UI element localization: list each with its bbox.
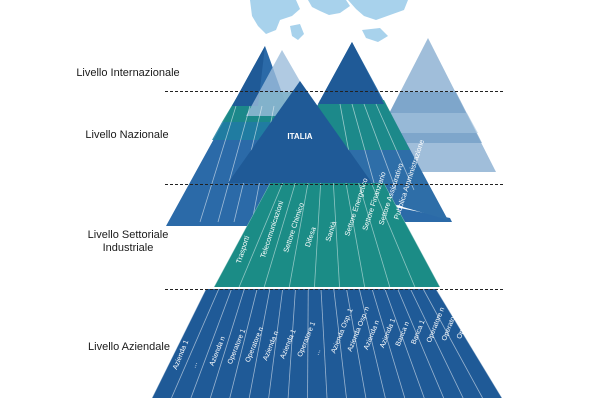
sector-stripe bbox=[314, 183, 322, 287]
separator-international-national bbox=[165, 91, 503, 92]
company-stripe bbox=[333, 289, 347, 398]
company-stripe bbox=[346, 289, 367, 398]
company-stripe bbox=[320, 289, 328, 398]
sector-stripe bbox=[345, 183, 366, 287]
company-stripe bbox=[422, 289, 483, 398]
sector-stripe bbox=[332, 183, 340, 287]
company-stripe bbox=[397, 289, 445, 398]
company-stripe bbox=[209, 289, 245, 398]
company-stripe bbox=[190, 289, 232, 398]
italia-label: ITALIA bbox=[287, 132, 312, 141]
company-stripe bbox=[171, 289, 220, 398]
company-label: ... bbox=[191, 361, 200, 369]
company-stripe bbox=[248, 289, 271, 398]
sector-stripe bbox=[358, 183, 391, 287]
company-stripe bbox=[371, 289, 406, 398]
level-label-international: Livello Internazionale bbox=[76, 67, 180, 79]
separator-sector-company bbox=[165, 289, 503, 290]
company-stripe bbox=[358, 289, 386, 398]
sector-stripe bbox=[370, 183, 416, 287]
sector-stripe bbox=[288, 183, 309, 287]
company-stripe bbox=[268, 289, 284, 398]
level-label-company: Livello Aziendale bbox=[88, 341, 170, 353]
sector-stripe bbox=[238, 183, 284, 287]
sector-stripe bbox=[263, 183, 296, 287]
company-stripe bbox=[307, 289, 309, 398]
company-stripe bbox=[384, 289, 425, 398]
company-label: ... bbox=[314, 348, 323, 356]
level-label-sector: Livello Settoriale Industriale bbox=[87, 229, 169, 254]
company-stripe bbox=[410, 289, 464, 398]
italia-peak: ITALIA bbox=[228, 81, 372, 183]
company-stripe bbox=[229, 289, 258, 398]
separator-national-sector bbox=[165, 184, 503, 185]
world-map-graphic bbox=[250, 0, 408, 42]
company-stripe bbox=[287, 289, 296, 398]
level-label-national: Livello Nazionale bbox=[85, 129, 169, 141]
